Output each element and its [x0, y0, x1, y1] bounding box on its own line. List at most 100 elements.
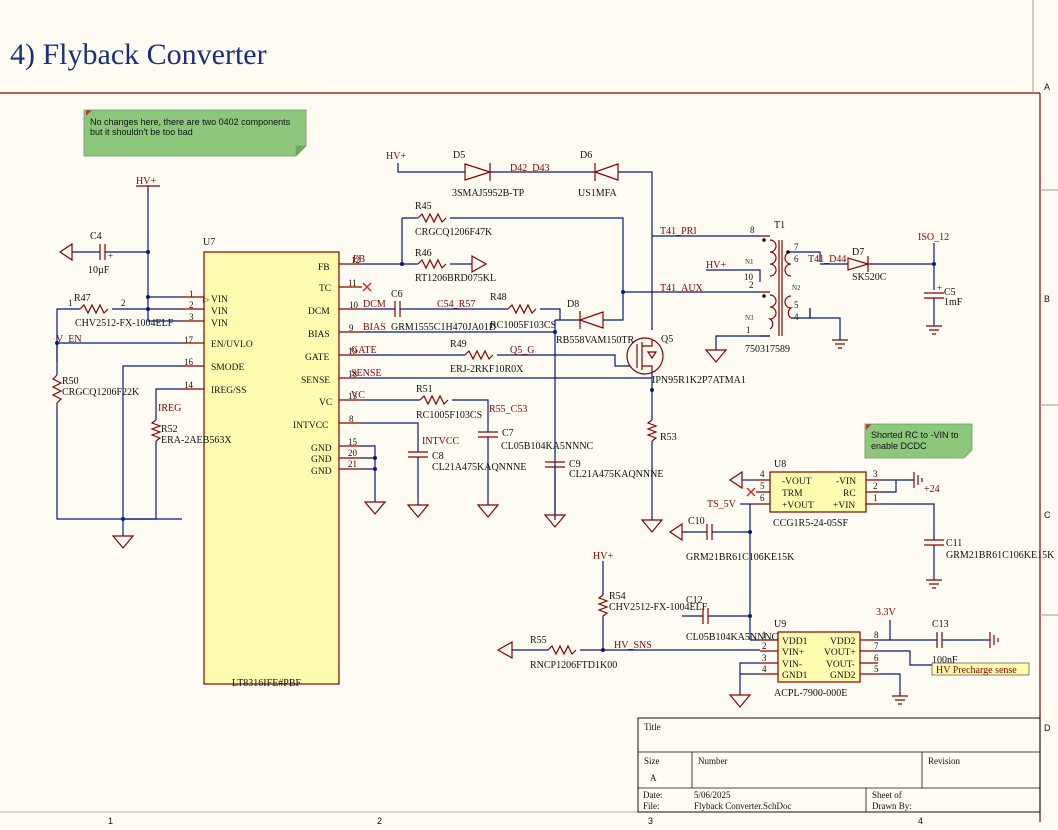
u9-pin-gnd2: GND2 — [830, 671, 856, 681]
net-r55-c53: R55_C53 — [489, 404, 527, 415]
tb-revision-label: Revision — [928, 756, 961, 766]
r49-value: ERJ-2RKF10R0X — [450, 364, 524, 375]
u7-pin-fb: FB — [318, 263, 330, 273]
svg-text:8: 8 — [874, 630, 879, 640]
u7-pin-num-13: 13 — [348, 391, 358, 401]
svg-text:▷: ▷ — [203, 295, 210, 304]
u7-pin-num-16: 16 — [184, 357, 194, 367]
u7-pin-num-1: 1 — [189, 289, 194, 299]
zone-col-2: 2 — [377, 816, 382, 825]
net-q5-g: Q5_G — [510, 345, 534, 356]
svg-text:N3: N3 — [745, 314, 754, 322]
c6-designator: C6 — [391, 289, 403, 300]
d5-value: 3SMAJ5952B-TP — [452, 188, 525, 199]
c8-value: CL21A475KAQNNNE — [432, 462, 526, 473]
u9-designator: U9 — [774, 619, 786, 630]
c6-value: GRM1555C1H470JA01D — [391, 322, 496, 333]
svg-text:◤: ◤ — [866, 423, 872, 431]
ic-u7[interactable]: U7 LT8316IFE#PBF VIN VIN VIN EN/UVLO SMO… — [182, 237, 362, 689]
u7-pin-num-18: 18 — [348, 369, 358, 379]
cap-c11: C11 GRM21BR61C106KE15K — [924, 538, 1055, 589]
c8-designator: C8 — [432, 451, 444, 462]
r52-designator: R52 — [161, 424, 178, 435]
net-t41-d44: T41_D44 — [808, 254, 846, 265]
note-0402: ◤ No changes here, there are two 0402 co… — [83, 109, 307, 157]
net-bias: BIAS — [363, 322, 386, 333]
u7-pin-vin-3: VIN — [211, 319, 228, 329]
svg-text:N1: N1 — [745, 258, 754, 266]
net-intvcc: INTVCC — [422, 436, 460, 447]
zone-col-3: 3 — [648, 816, 653, 825]
u7-pin-gnd-15: GND — [311, 444, 332, 454]
r46-designator: R46 — [415, 248, 432, 259]
u7-pin-num-9: 9 — [349, 323, 354, 333]
svg-text:3: 3 — [762, 653, 767, 663]
t1-designator: T1 — [774, 220, 785, 231]
u7-pin-num-3: 3 — [189, 312, 194, 322]
zone-row-b: B — [1044, 294, 1050, 304]
tb-size-value: A — [650, 773, 657, 783]
u9-pin-vdd1: VDD1 — [782, 637, 808, 647]
svg-text:7: 7 — [794, 242, 799, 252]
svg-text:1: 1 — [68, 298, 73, 308]
svg-text:N2: N2 — [792, 284, 801, 292]
note2-line-2: enable DCDC — [871, 441, 927, 451]
u9-pin-vin-neg: VIN- — [782, 660, 802, 670]
r52-value: ERA-2AEB563X — [161, 435, 232, 446]
u8-pin-vout-pos: +VOUT — [782, 501, 814, 511]
u9-pin-vout-neg: VOUT- — [826, 660, 855, 670]
ic-u8[interactable]: U8 CCG1R5-24-05SF -VOUT TRM +VOUT -VIN R… — [707, 459, 940, 640]
u7-pin-intvcc: INTVCC — [293, 421, 328, 431]
note2-line-1: Shorted RC to -VIN to — [871, 430, 959, 440]
note-line-1: No changes here, there are two 0402 comp… — [90, 117, 291, 127]
u9-value: ACPL-7900-000E — [774, 688, 847, 699]
svg-text:2: 2 — [749, 280, 754, 290]
u8-value: CCG1R5-24-05SF — [773, 518, 848, 529]
svg-text:10: 10 — [744, 272, 754, 282]
r51-value: RC1005F103CS — [416, 410, 482, 421]
ic-u9[interactable]: U9 ACPL-7900-000E VDD1 VIN+ VIN- GND1 VD… — [728, 607, 932, 708]
svg-text:7: 7 — [874, 641, 879, 651]
u7-pin-num-19: 19 — [348, 346, 358, 356]
d6-designator: D6 — [580, 150, 592, 161]
net-hv-plus-d5: HV+ — [386, 151, 406, 162]
svg-text:5: 5 — [760, 481, 765, 491]
r50-value: CRGCQ1206F22K — [62, 387, 140, 398]
svg-text:1: 1 — [873, 493, 878, 503]
u7-pin-vin-1: VIN — [211, 295, 228, 305]
svg-text:+: + — [108, 251, 113, 261]
u7-pin-num-20: 20 — [348, 448, 358, 458]
page-title: 4) Flyback Converter — [10, 38, 267, 71]
c11-designator: C11 — [946, 538, 962, 549]
net-c54-r57: C54_R57 — [437, 299, 475, 310]
tb-title-label: Title — [644, 722, 661, 732]
c12-value: CL05B104KA5NNNC — [686, 632, 779, 643]
r53-designator: R53 — [660, 432, 677, 443]
u9-pin-vout-pos: VOUT+ — [824, 648, 856, 658]
net-plus-24: +24 — [924, 484, 940, 495]
u7-pin-tc: TC — [319, 284, 331, 294]
r48-value: RC1005F103CS — [490, 320, 556, 331]
c10-designator: C10 — [688, 516, 705, 527]
tb-drawn-label: Drawn By: — [872, 801, 912, 811]
net-t41-aux: T41_AUX — [660, 283, 704, 294]
c4-designator: C4 — [90, 231, 102, 242]
tb-size-label: Size — [644, 756, 660, 766]
u7-pin-gnd-20: GND — [311, 455, 332, 465]
zone-row-a: A — [1044, 82, 1050, 92]
svg-text:2: 2 — [762, 641, 767, 651]
net-hv-plus-sense: HV+ — [593, 551, 613, 562]
net-fb: FB — [353, 254, 366, 265]
u9-pin-gnd1: GND1 — [782, 671, 808, 681]
d7-value: SK520C — [852, 272, 887, 283]
c10-value: GRM21BR61C106KE15K — [686, 552, 795, 563]
c11-value: GRM21BR61C106KE15K — [946, 550, 1055, 561]
transformer-t1[interactable]: T1 750317589 8 2 1 10 7 6 5 4 N1 N2 N3 H… — [704, 220, 821, 363]
c5-value: 1mF — [944, 297, 963, 308]
r45-value: CRGCQ1206F47K — [415, 227, 493, 238]
d5-designator: D5 — [453, 150, 465, 161]
zone-col-1: 1 — [108, 816, 113, 825]
u9-pin-vin-pos: VIN+ — [782, 648, 804, 658]
